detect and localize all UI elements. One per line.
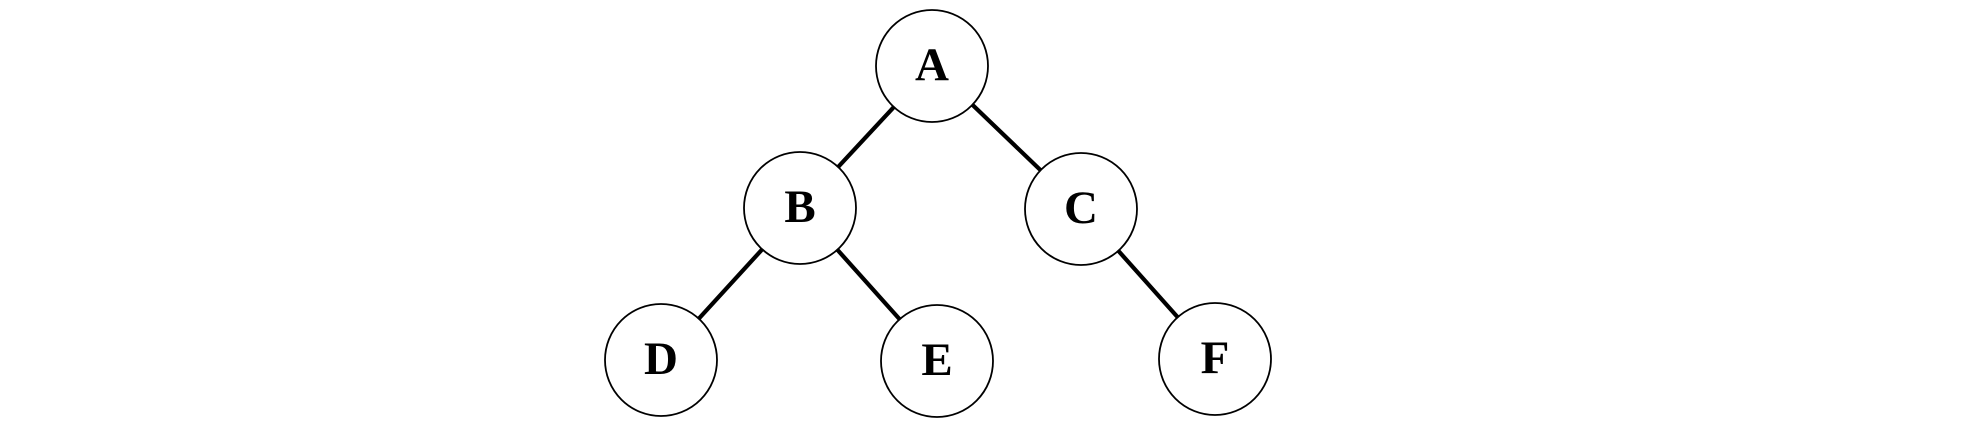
tree-node-circle-D [604,303,718,417]
tree-node-label-C: C [1064,182,1098,234]
tree-node-circle-C [1024,152,1138,266]
tree-node-label-B: B [784,181,815,233]
tree-node-label-F: F [1201,332,1230,384]
tree-node-label-E: E [921,334,952,386]
tree-node-A: A [875,9,989,123]
tree-node-circle-A [875,9,989,123]
tree-node-E: E [880,304,994,418]
tree-node-label-A: A [915,39,949,91]
tree-node-circle-E [880,304,994,418]
tree-node-circle-F [1158,302,1272,416]
tree-node-C: C [1024,152,1138,266]
tree-node-F: F [1158,302,1272,416]
tree-nodes-layer: A B C D E F [604,9,1272,418]
tree-node-label-D: D [644,333,678,385]
tree-node-circle-B [743,151,857,265]
tree-node-D: D [604,303,718,417]
tree-node-B: B [743,151,857,265]
